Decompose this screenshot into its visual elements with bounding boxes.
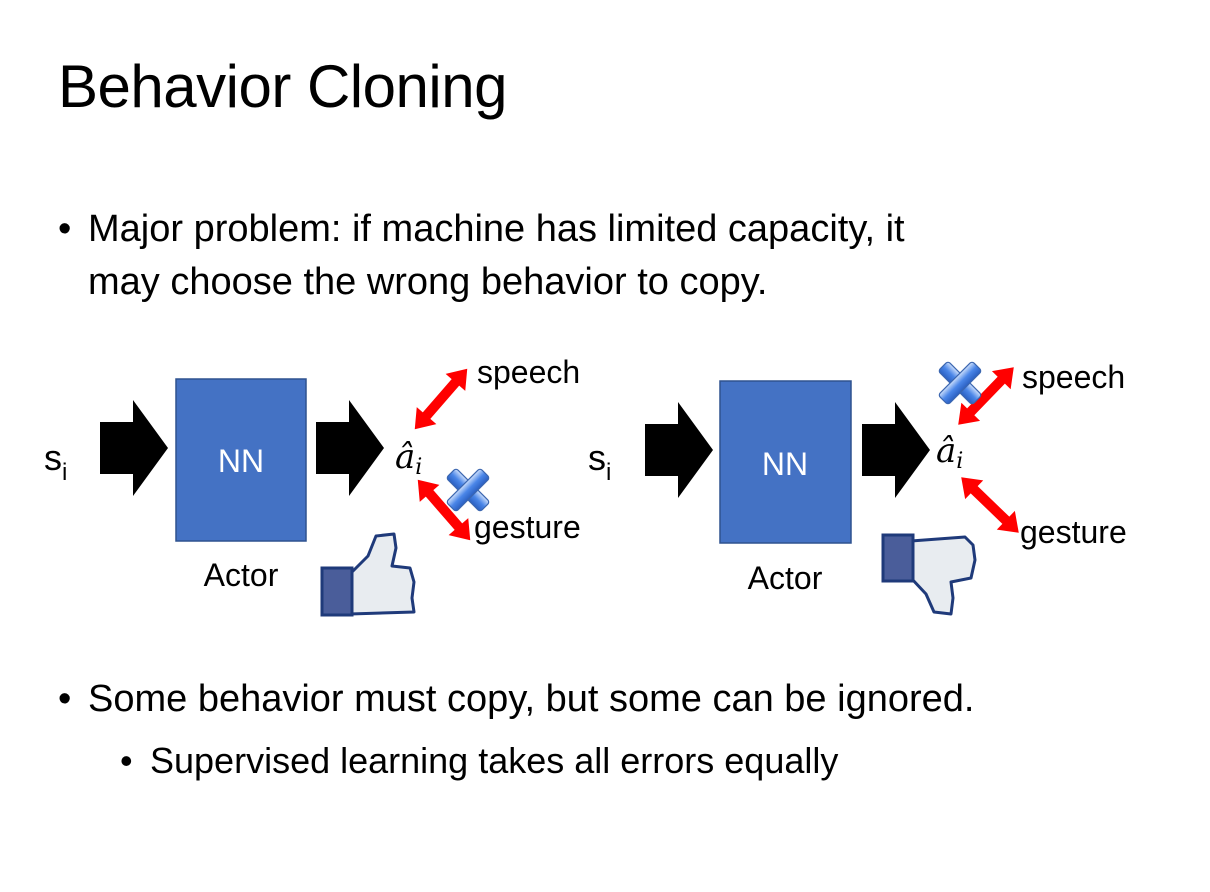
nn-box bbox=[719, 380, 852, 544]
bullet-1-line-1: Major problem: if machine has limited ca… bbox=[88, 208, 905, 250]
target-speech: speech bbox=[477, 354, 580, 390]
action-output: âi bbox=[936, 431, 963, 474]
cross-icon bbox=[937, 360, 983, 406]
input-arrow-icon bbox=[100, 400, 168, 496]
double-arrow-icon bbox=[404, 360, 478, 438]
thumbs-down-icon bbox=[881, 533, 977, 616]
cross-icon bbox=[445, 467, 491, 513]
thumbs-up-icon bbox=[320, 532, 416, 617]
bullet-marker: • bbox=[58, 208, 72, 250]
output-arrow-icon bbox=[862, 402, 930, 498]
actor-caption: Actor bbox=[204, 557, 279, 593]
nn-label: NN bbox=[218, 443, 264, 479]
bullet-2: Some behavior must copy, but some can be… bbox=[88, 678, 975, 720]
double-arrow-icon bbox=[952, 467, 1028, 543]
target-gesture: gesture bbox=[474, 509, 581, 545]
target-gesture: gesture bbox=[1020, 514, 1127, 550]
nn-label: NN bbox=[762, 446, 808, 482]
actor-caption: Actor bbox=[748, 560, 823, 596]
output-arrow-icon bbox=[316, 400, 384, 496]
slide-title: Behavior Cloning bbox=[58, 53, 507, 120]
sub-bullet-marker: • bbox=[120, 740, 133, 781]
bullet-1-line-2: may choose the wrong behavior to copy. bbox=[88, 261, 768, 303]
bullet-marker: • bbox=[58, 678, 72, 720]
double-arrow-icon bbox=[948, 358, 1024, 434]
left-diagram: si NN Actor âi speech gesture bbox=[44, 354, 581, 617]
nn-box bbox=[175, 378, 307, 542]
input-state: si bbox=[44, 437, 67, 486]
sub-bullet-1: Supervised learning takes all errors equ… bbox=[150, 740, 839, 781]
right-diagram: si NN Actor âi speech gesture bbox=[588, 358, 1127, 616]
input-arrow-icon bbox=[645, 402, 713, 498]
input-state: si bbox=[588, 437, 611, 486]
target-speech: speech bbox=[1022, 359, 1125, 395]
action-output: âi bbox=[395, 437, 422, 480]
